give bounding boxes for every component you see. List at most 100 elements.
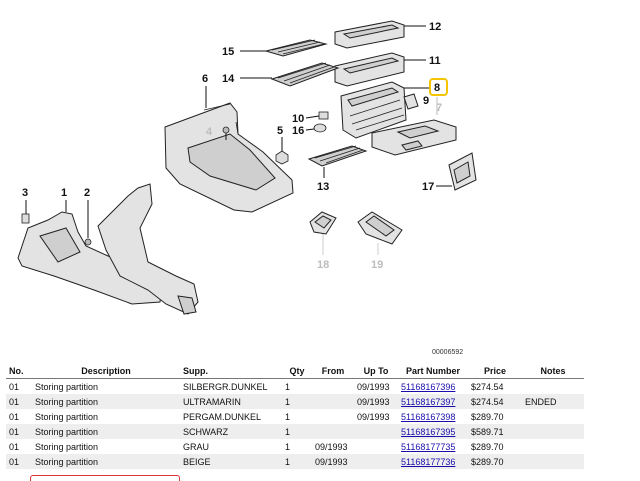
callout-8-highlight	[429, 78, 448, 96]
diagram-ref-code: 00006592	[432, 349, 463, 356]
cell-part-number[interactable]: 51168167396	[398, 378, 468, 394]
cell-supp: ULTRAMARIN	[180, 394, 282, 409]
cell-qty: 1	[282, 394, 312, 409]
callout-13[interactable]: 13	[317, 181, 329, 193]
col-header-part-number: Part Number	[398, 364, 468, 379]
cell-up-to: 09/1993	[354, 394, 398, 409]
cell-price: $289.70	[468, 454, 522, 469]
cell-part-number[interactable]: 51168177736	[398, 454, 468, 469]
callout-10[interactable]: 10	[292, 113, 304, 125]
part-number-link[interactable]: 51168167396	[401, 381, 456, 392]
col-header-price: Price	[468, 364, 522, 379]
cell-from	[312, 409, 354, 424]
col-header-description: Description	[32, 364, 180, 379]
callout-14[interactable]: 14	[222, 73, 235, 85]
part-5-nut[interactable]	[275, 150, 289, 165]
callout-12[interactable]: 12	[429, 21, 441, 33]
part-2-side-trim[interactable]	[97, 183, 199, 315]
callout-9[interactable]: 9	[423, 95, 429, 107]
cell-up-to: 09/1993	[354, 378, 398, 394]
callout-18[interactable]: 18	[317, 259, 329, 271]
callout-19[interactable]: 19	[371, 259, 383, 271]
part-gear-cover[interactable]	[371, 119, 457, 156]
cell-description: Storing partition	[32, 424, 180, 439]
callout-1[interactable]: 1	[61, 187, 67, 199]
callout-16[interactable]: 16	[292, 125, 304, 137]
col-header-no: No.	[6, 364, 32, 379]
cell-price: $274.54	[468, 378, 522, 394]
cell-up-to	[354, 424, 398, 439]
callout-8[interactable]: 8	[434, 82, 440, 94]
cell-no: 01	[6, 394, 32, 409]
part-9-clip[interactable]	[403, 93, 419, 110]
cell-description: Storing partition	[32, 409, 180, 424]
cell-price: $289.70	[468, 409, 522, 424]
callout-15[interactable]: 15	[222, 46, 234, 58]
part-18-insert[interactable]	[309, 211, 337, 235]
table-header-row: No. Description Supp. Qty From Up To Par…	[6, 364, 584, 379]
part-14-mat[interactable]	[270, 62, 340, 87]
callout-4[interactable]: 4	[206, 126, 213, 138]
cell-supp: BEIGE	[180, 454, 282, 469]
cell-description: Storing partition	[32, 439, 180, 454]
cell-part-number[interactable]: 51168167397	[398, 394, 468, 409]
cell-from	[312, 378, 354, 394]
col-header-up-to: Up To	[354, 364, 398, 379]
cell-no: 01	[6, 454, 32, 469]
cell-notes	[522, 454, 584, 469]
cell-qty: 1	[282, 424, 312, 439]
cell-qty: 1	[282, 378, 312, 394]
cell-part-number[interactable]: 51168167395	[398, 424, 468, 439]
callout-7[interactable]: 7	[436, 102, 442, 114]
callout-17[interactable]: 17	[422, 181, 434, 193]
part-17-bracket[interactable]	[448, 152, 477, 191]
part-3-clip[interactable]	[21, 213, 30, 224]
part-10-grommet[interactable]	[318, 111, 329, 120]
part-number-link[interactable]: 51168167398	[401, 411, 456, 422]
cell-notes	[522, 409, 584, 424]
parts-table: No. Description Supp. Qty From Up To Par…	[6, 364, 584, 469]
cell-price: $589.71	[468, 424, 522, 439]
part-number-link[interactable]: 51168177735	[401, 441, 456, 452]
cell-qty: 1	[282, 439, 312, 454]
col-header-from: From	[312, 364, 354, 379]
part-16-grommet[interactable]	[313, 123, 327, 133]
cell-supp: PERGAM.DUNKEL	[180, 409, 282, 424]
cell-supp: SILBERGR.DUNKEL	[180, 378, 282, 394]
col-header-qty: Qty	[282, 364, 312, 379]
part-12-tray[interactable]	[334, 20, 405, 49]
partial-red-button[interactable]	[30, 475, 180, 481]
part-number-link[interactable]: 51168167397	[401, 396, 456, 407]
cell-description: Storing partition	[32, 454, 180, 469]
cell-qty: 1	[282, 454, 312, 469]
callout-3[interactable]: 3	[22, 187, 28, 199]
callout-6[interactable]: 6	[202, 73, 208, 85]
part-4-screw[interactable]	[222, 126, 230, 140]
part-number-link[interactable]: 51168167395	[401, 426, 456, 437]
cell-part-number[interactable]: 51168177735	[398, 439, 468, 454]
cell-supp: GRAU	[180, 439, 282, 454]
callout-5[interactable]: 5	[277, 125, 283, 137]
cell-from: 09/1993	[312, 439, 354, 454]
cell-supp: SCHWARZ	[180, 424, 282, 439]
part-13-mat[interactable]	[307, 145, 368, 167]
part-number-link[interactable]: 51168177736	[401, 456, 456, 467]
cell-part-number[interactable]: 51168167398	[398, 409, 468, 424]
callout-11[interactable]: 11	[429, 55, 441, 67]
cell-no: 01	[6, 439, 32, 454]
part-15-mat[interactable]	[264, 39, 328, 57]
col-header-notes: Notes	[522, 364, 584, 379]
part-11-tray[interactable]	[334, 52, 405, 87]
callout-2[interactable]: 2	[84, 187, 90, 199]
cell-price: $274.54	[468, 394, 522, 409]
part-19-insert[interactable]	[357, 211, 403, 245]
part-8-storing-partition[interactable]	[340, 81, 407, 139]
cell-description: Storing partition	[32, 378, 180, 394]
part-6-center-console[interactable]	[164, 102, 294, 213]
